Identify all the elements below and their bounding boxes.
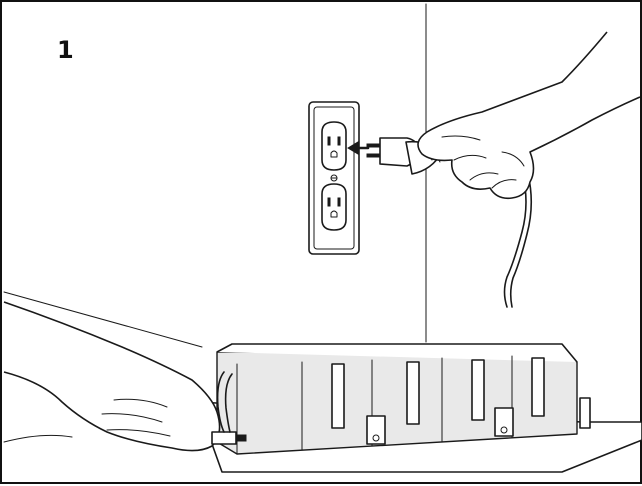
lower-hand — [3, 301, 247, 452]
upper-hand — [417, 31, 641, 200]
step-number: 1 — [57, 36, 74, 64]
outlet-receptacle-bottom — [321, 183, 347, 231]
outlet-receptacle-top — [321, 121, 347, 171]
insert-arrow — [347, 141, 370, 155]
power-cord — [503, 171, 527, 308]
charging-hub — [196, 343, 642, 473]
wall-outlet — [308, 101, 360, 255]
floor-line — [3, 291, 203, 348]
